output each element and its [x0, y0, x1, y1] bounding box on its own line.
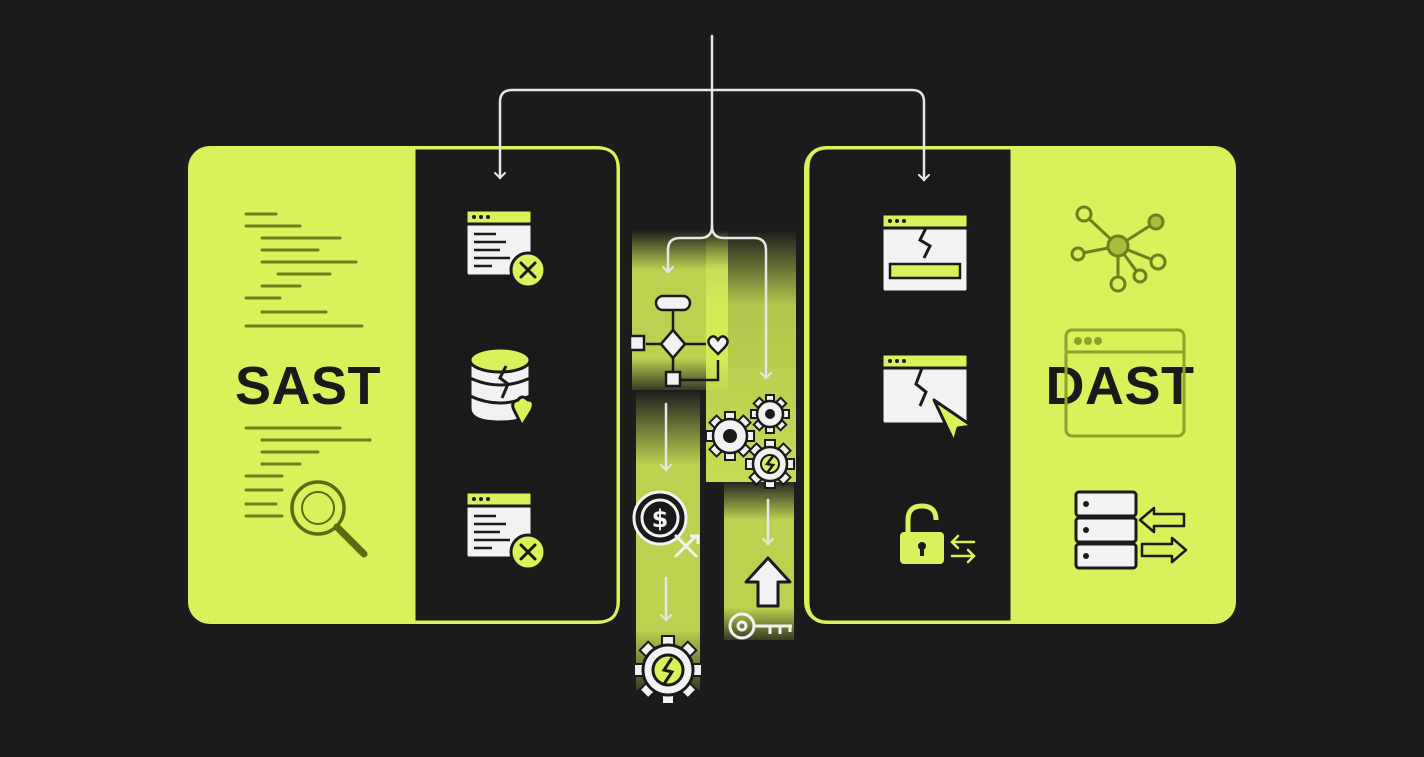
- middle-flow: $: [494, 34, 930, 705]
- unlocked-padlock-icon: [900, 503, 976, 564]
- gears-icon: [705, 394, 795, 489]
- broken-web-page-icon: [880, 212, 970, 294]
- broken-database-icon: [468, 346, 535, 430]
- sast-label: SAST: [235, 356, 381, 416]
- server-traffic-icon: [1074, 490, 1188, 570]
- magnifier-icon: [290, 480, 368, 558]
- dast-label: DAST: [1046, 356, 1195, 416]
- browser-click-icon: [880, 352, 974, 444]
- key-icon: [728, 612, 792, 640]
- browser-window-icon: [1064, 328, 1186, 438]
- arrow-up-icon: [744, 556, 792, 608]
- network-graph-icon: [1070, 205, 1167, 293]
- dast-panel: DAST: [804, 146, 1236, 624]
- browser-code-error-icon: [464, 208, 547, 289]
- gear-broken-icon: [633, 635, 703, 705]
- sast-panel: SAST: [188, 146, 620, 624]
- code-lines-icon: [244, 212, 372, 518]
- svg-text:$: $: [652, 505, 669, 533]
- middle-column-right: [724, 480, 794, 640]
- browser-code-error-icon: [464, 490, 547, 571]
- flowchart-icon: [628, 294, 729, 388]
- connector-lines: [494, 34, 930, 622]
- dollar-coin-icon: $: [632, 490, 700, 558]
